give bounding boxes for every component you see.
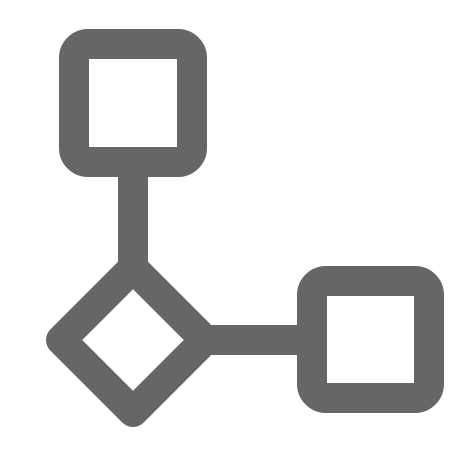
top-square-node [59,29,207,177]
diamond-node [46,253,220,427]
right-square-node [297,266,444,413]
